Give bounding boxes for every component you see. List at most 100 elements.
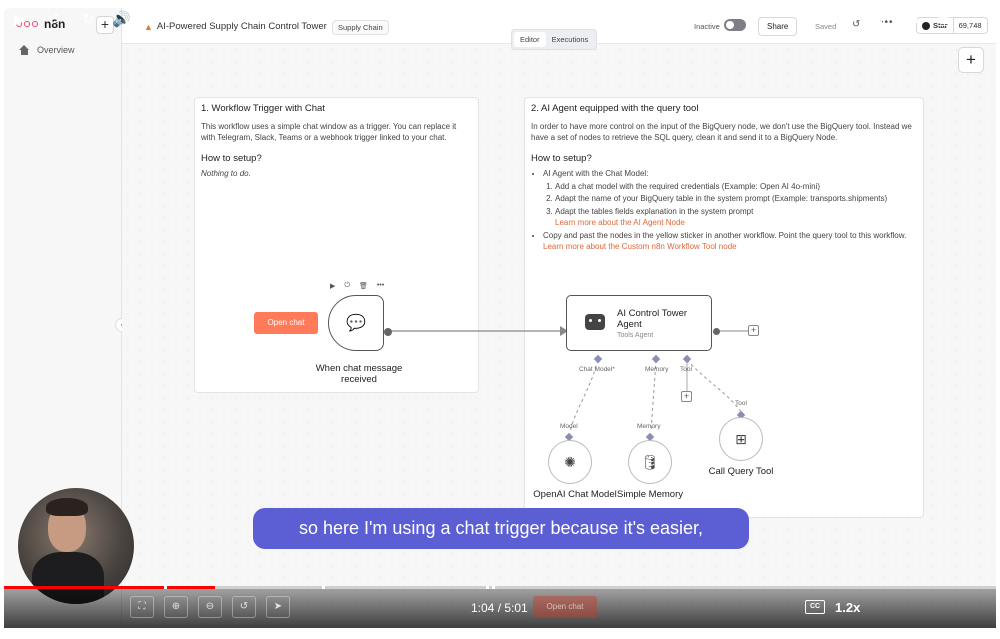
play-icon[interactable]: ▶ — [330, 283, 336, 290]
theater-mode-icon[interactable]: ▭ — [904, 11, 919, 28]
openai-icon: ✺ — [564, 453, 576, 470]
new-workflow-button[interactable]: + — [96, 16, 114, 34]
playback-speed[interactable]: 1.2x — [835, 600, 861, 615]
canvas-zoom-toolbar: ⛶ ⊕ ⊖ ↺ ➤ — [130, 596, 290, 618]
database-icon: 🛢 — [641, 453, 659, 470]
add-tool-button[interactable]: + — [681, 391, 692, 402]
sticky-title: 2. AI Agent equipped with the query tool — [531, 103, 699, 114]
sticky-subheading: How to setup? — [201, 152, 262, 164]
video-controls — [4, 589, 996, 628]
video-time: 1:04 / 5:01 — [471, 601, 528, 615]
miniplayer-icon[interactable]: ▣ — [936, 11, 951, 28]
pointer-icon[interactable]: ➤ — [266, 596, 290, 618]
n8n-logo-icon — [16, 18, 38, 30]
logo: n8n — [16, 17, 65, 31]
list-item: Copy and past the nodes in the yellow st… — [543, 230, 917, 253]
rewind-icon[interactable]: ↺ — [48, 11, 61, 28]
output-port[interactable] — [384, 328, 392, 336]
more-options-icon[interactable]: ••• — [880, 17, 894, 28]
list-item: Adapt the tables fields explanation in t… — [555, 206, 917, 229]
add-node-button[interactable]: + — [958, 47, 984, 73]
more-icon[interactable]: ••• — [376, 282, 385, 289]
play-icon[interactable]: ▶ — [14, 11, 26, 28]
home-icon — [18, 45, 29, 55]
memory-connection — [650, 359, 657, 433]
fit-view-icon[interactable]: ⛶ — [130, 596, 154, 618]
agent-title: AI Control Tower Agent — [617, 308, 688, 330]
open-chat-button[interactable]: Open chat — [254, 312, 318, 334]
trash-icon[interactable]: 🗑 — [358, 283, 368, 290]
tool-node-label: Call Query Tool — [708, 466, 774, 477]
github-star-button[interactable]: Star 69,748 — [916, 17, 988, 34]
chat-trigger-node[interactable]: 💬 — [328, 295, 384, 351]
sticky-body: This workflow uses a simple chat window … — [201, 121, 457, 143]
forward-icon[interactable]: ↻ — [82, 11, 95, 28]
workflow-title-text: AI-Powered Supply Chain Control Tower — [156, 21, 327, 32]
link-workflow-tool-docs[interactable]: Learn more about the Custom n8n Workflow… — [543, 242, 737, 251]
sidebar-item-label: Overview — [37, 45, 75, 55]
saved-status: Saved — [815, 22, 837, 31]
bullet-text: AI Agent with the Chat Model: — [543, 169, 649, 178]
openai-node-label: OpenAI Chat Model — [533, 489, 617, 500]
captions-button[interactable]: CC — [805, 600, 825, 614]
sticky-body: In order to have more control on the inp… — [531, 121, 912, 143]
arrow-head — [560, 326, 568, 336]
video-caption: so here I'm using a chat trigger because… — [253, 508, 749, 549]
zoom-in-icon[interactable]: ⊕ — [164, 596, 188, 618]
video-progress-bar[interactable] — [4, 586, 996, 589]
github-star-count: 69,748 — [958, 21, 982, 30]
trigger-node-label: When chat message received — [315, 363, 403, 385]
bullet-text: Copy and past the nodes in the yellow st… — [543, 230, 907, 240]
sitemap-icon: ⊞ — [735, 430, 747, 447]
openai-chat-model-node[interactable]: ✺ — [548, 440, 592, 484]
active-status: Inactive — [694, 22, 720, 31]
sticky-subheading: How to setup? — [531, 152, 592, 164]
cone-icon: ▲ — [144, 21, 153, 32]
tool-node-port-label: Tool — [735, 400, 747, 407]
share-button[interactable]: Share — [758, 17, 798, 36]
link-agent-docs[interactable]: Learn more about the AI Agent Node — [555, 218, 685, 227]
zoom-out-icon[interactable]: ⊖ — [198, 596, 222, 618]
tool-connection — [686, 359, 742, 413]
list-item: Adapt the name of your BigQuery table in… — [555, 193, 917, 205]
step-text: Adapt the tables fields explanation in t… — [555, 206, 754, 216]
list-item: AI Agent with the Chat Model: Add a chat… — [543, 168, 917, 229]
sidebar-item-overview[interactable]: Overview — [18, 45, 75, 55]
volume-icon[interactable]: 🔊 — [112, 11, 131, 28]
node-toolbar: ▶ ⏻ 🗑 ••• — [330, 282, 384, 290]
port-label-chat-model: Chat Model* — [579, 366, 615, 373]
add-next-node-button[interactable]: + — [748, 325, 759, 336]
memory-port-label: Memory — [637, 423, 661, 430]
tab-editor[interactable]: Editor — [514, 32, 546, 47]
model-connection — [569, 359, 599, 433]
logo-text: n8n — [44, 17, 66, 31]
memory-node-label: Simple Memory — [617, 489, 683, 500]
simple-memory-node[interactable]: 🛢 — [628, 440, 672, 484]
call-query-tool-node[interactable]: ⊞ — [719, 417, 763, 461]
fullscreen-icon[interactable]: ⛶ — [968, 10, 979, 27]
chat-bubbles-icon: 💬 — [346, 315, 366, 332]
agent-subtitle: Tools Agent — [617, 332, 654, 339]
port-label-tool: Tool — [680, 366, 692, 373]
openai-port-label: Model — [560, 423, 578, 430]
video-progress-fill — [4, 586, 216, 589]
settings-icon[interactable]: ⚙ — [872, 11, 886, 28]
tab-executions[interactable]: Executions — [551, 35, 589, 44]
github-icon — [922, 21, 930, 30]
power-icon[interactable]: ⏻ — [344, 282, 350, 289]
workflow-title[interactable]: ▲ AI-Powered Supply Chain Control Tower — [144, 21, 327, 32]
robot-icon — [585, 314, 605, 330]
ai-agent-node[interactable]: AI Control Tower Agent Tools Agent — [566, 295, 712, 351]
sticky-setup-text: Nothing to do. — [201, 169, 251, 178]
active-toggle[interactable] — [724, 19, 746, 31]
reset-zoom-icon[interactable]: ↺ — [232, 596, 256, 618]
history-icon[interactable]: ↺ — [852, 19, 861, 30]
sticky-title: 1. Workflow Trigger with Chat — [201, 103, 325, 114]
open-chat-ghost-button[interactable]: Open chat — [533, 596, 597, 618]
port-label-memory: Memory — [645, 366, 669, 373]
agent-output-port[interactable] — [713, 328, 720, 335]
editor-tabs: Editor Executions — [511, 29, 598, 50]
github-star-label: Star — [933, 21, 948, 30]
list-item: Add a chat model with the required crede… — [555, 181, 917, 193]
workflow-tag[interactable]: Supply Chain — [332, 20, 389, 35]
